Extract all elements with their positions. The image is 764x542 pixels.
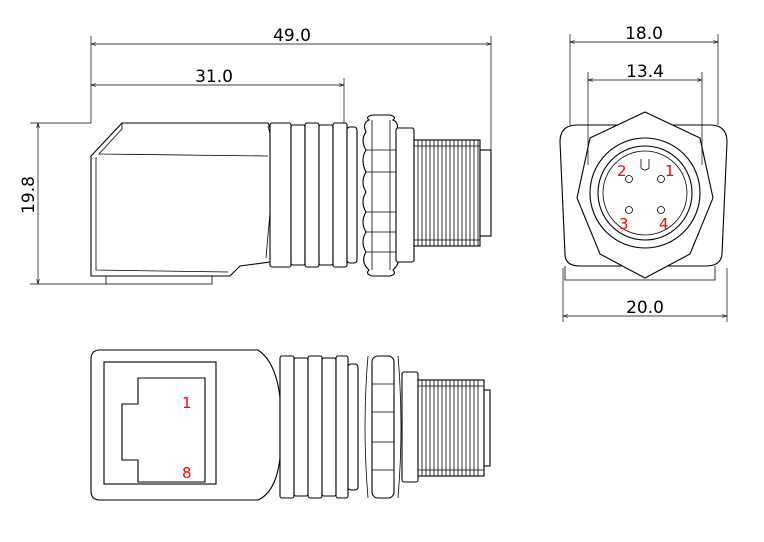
rj45-port xyxy=(121,377,206,483)
side-thread xyxy=(413,139,492,247)
rj45-pin-label-8: 8 xyxy=(182,464,192,482)
m12-pin-face xyxy=(625,159,665,214)
pin-label-2: 2 xyxy=(617,162,627,180)
side-view: 49.0 31.0 19.8 xyxy=(19,26,492,285)
bottom-ribs xyxy=(279,355,359,499)
bottom-view: 1 8 xyxy=(90,349,491,501)
front-hex-nut xyxy=(576,111,714,279)
dim-thread-dia: 13.4 xyxy=(626,62,664,82)
front-view: 1 2 3 4 18.0 13.4 20.0 xyxy=(559,24,728,322)
pin-label-1: 1 xyxy=(665,162,675,180)
dim-height: 19.8 xyxy=(19,176,39,214)
pin-label-3: 3 xyxy=(619,215,629,233)
dimension-lines-side xyxy=(30,36,492,285)
dim-total-length: 49.0 xyxy=(273,26,311,46)
side-hex-nut xyxy=(362,114,400,277)
rj45-pin-label-1: 1 xyxy=(182,394,192,412)
dim-nut-flat: 18.0 xyxy=(625,24,663,44)
bottom-hex-nut xyxy=(364,355,402,499)
dim-body-width: 20.0 xyxy=(626,298,664,318)
dimension-lines-front xyxy=(562,34,728,322)
side-collar xyxy=(395,127,415,263)
dim-body-length: 31.0 xyxy=(195,67,233,87)
side-ribs xyxy=(269,122,358,268)
pin-label-4: 4 xyxy=(659,215,669,233)
bottom-thread xyxy=(417,379,491,477)
